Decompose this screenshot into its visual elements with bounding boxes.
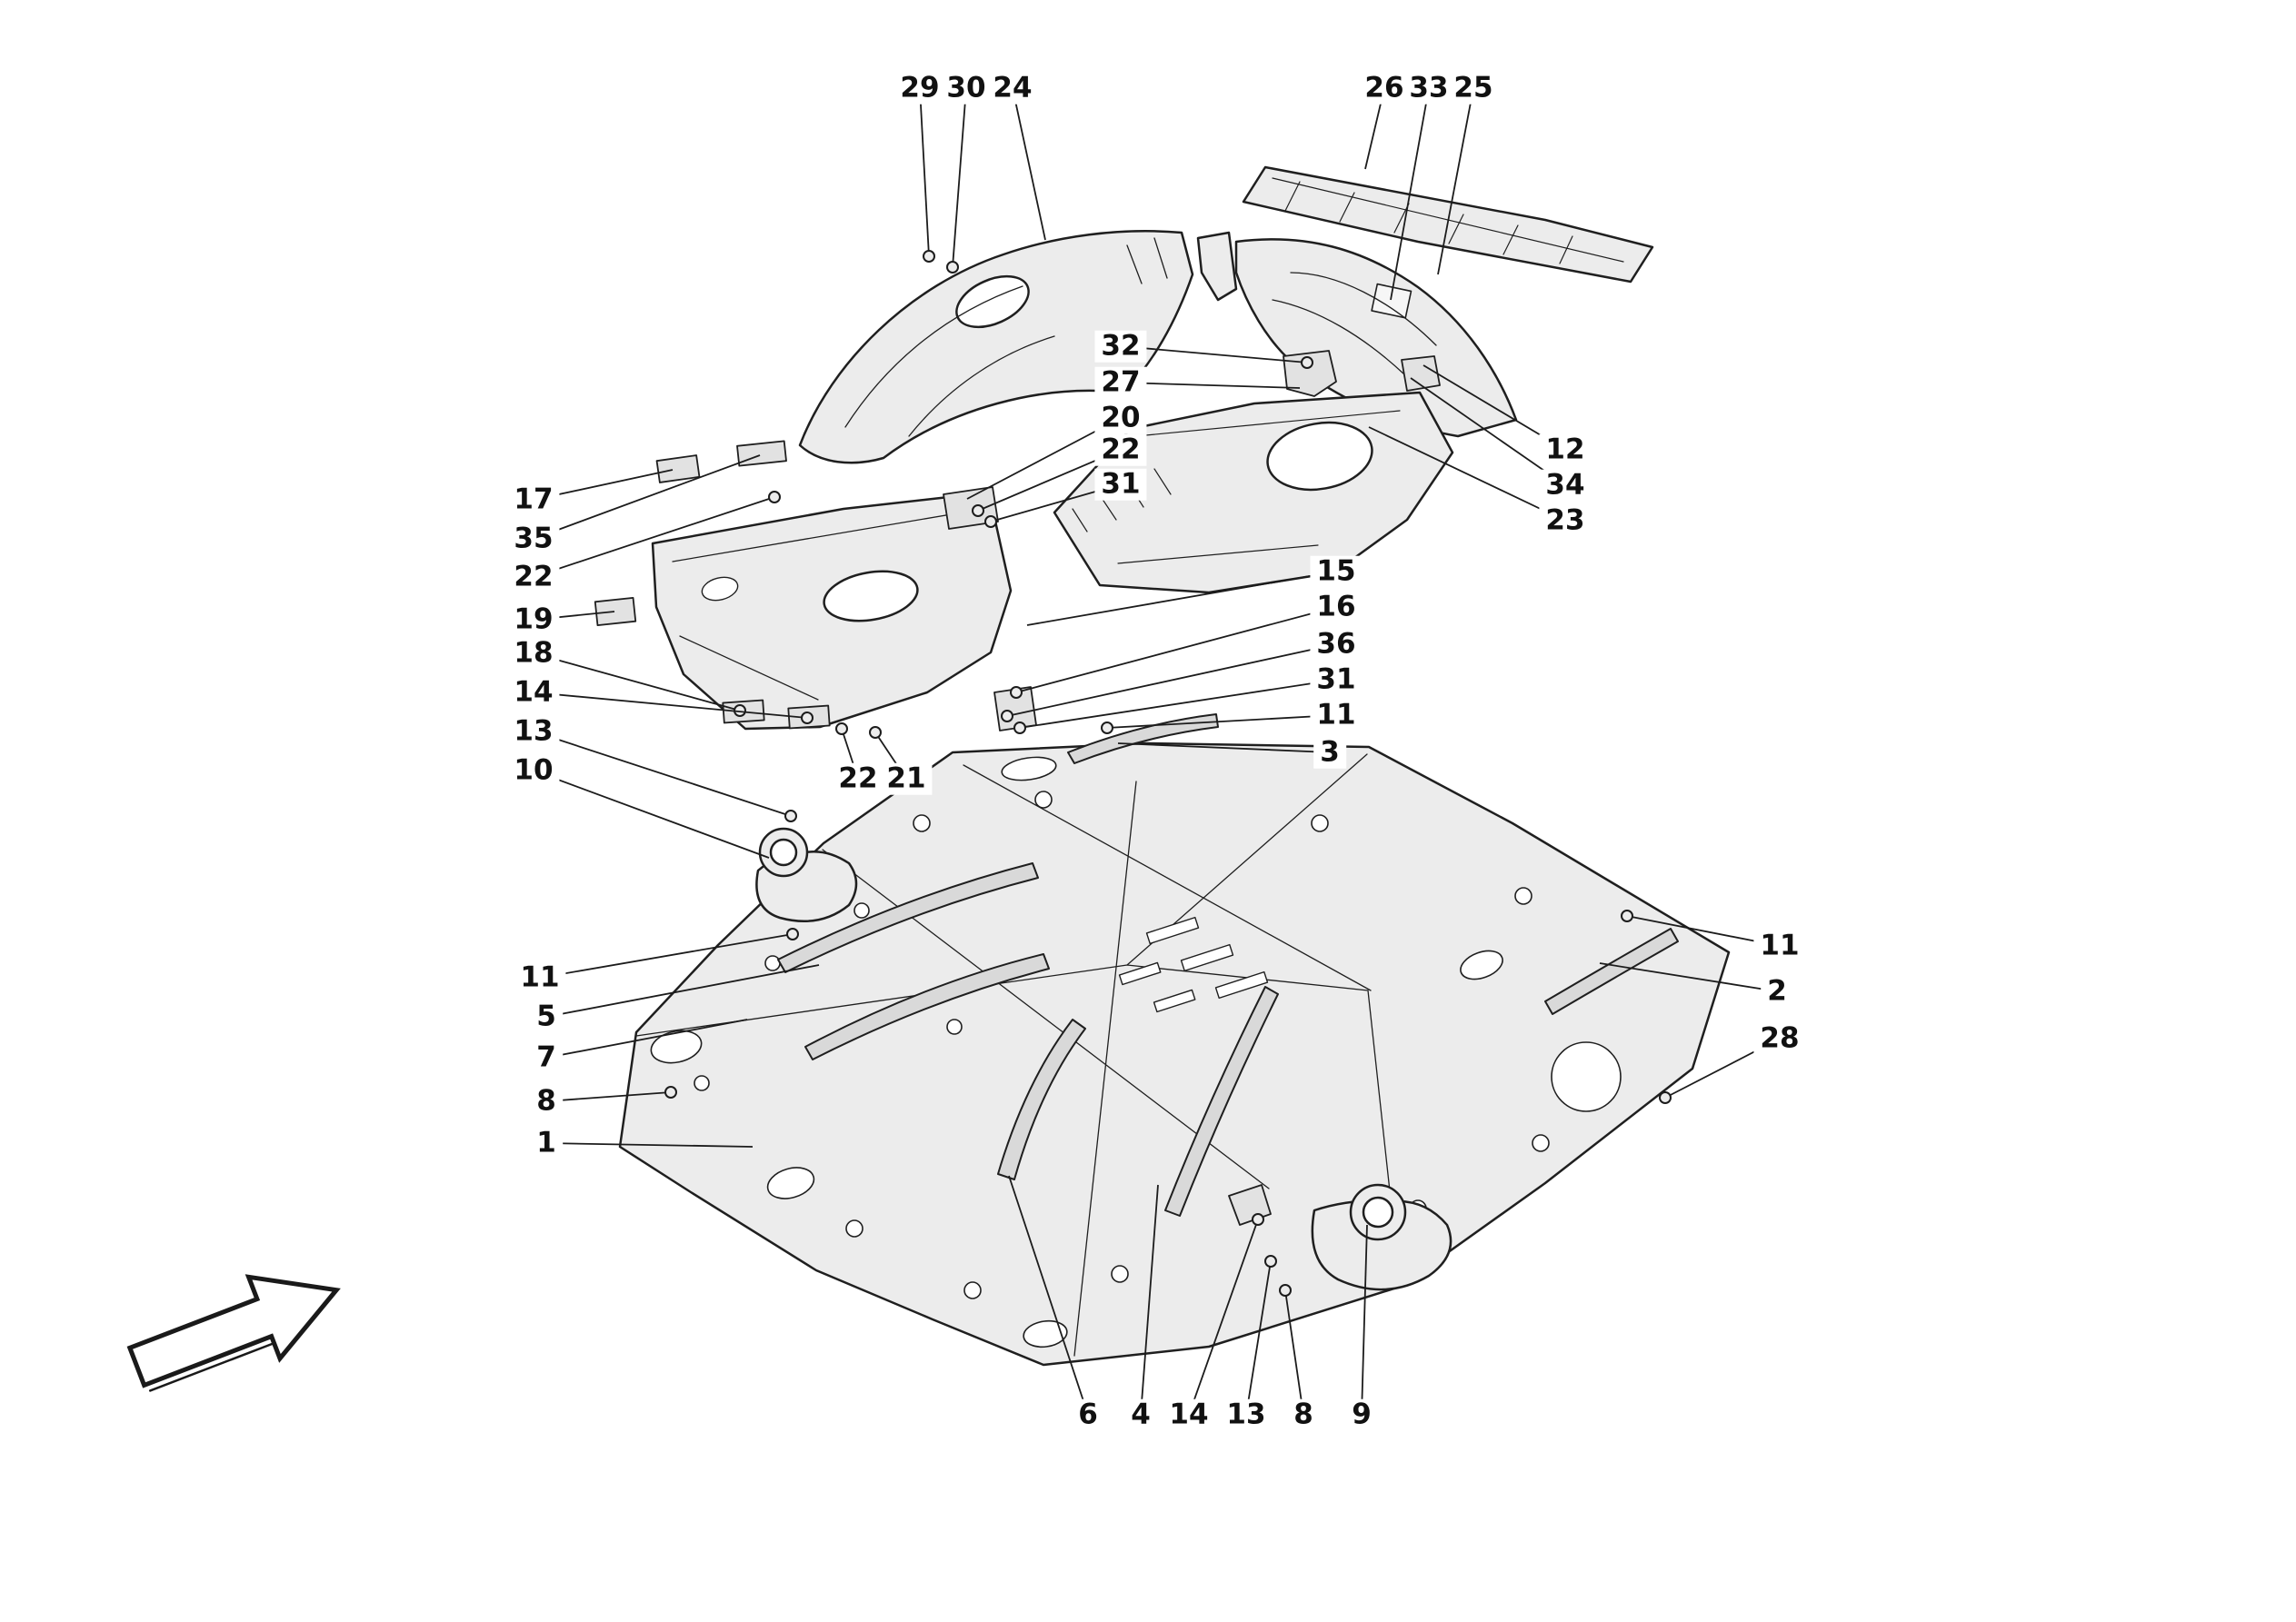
front-brake-duct: [755, 827, 858, 923]
leader-line: [1019, 679, 1337, 729]
main-floor-pan: [618, 741, 1731, 1367]
leader-line: [1245, 1260, 1272, 1416]
fastener-screw: [1101, 721, 1113, 734]
leader-line: [1012, 87, 1046, 241]
underbody-trim-strips: [777, 713, 1679, 1217]
leader-line: [1368, 426, 1566, 522]
leader-line: [1364, 87, 1385, 170]
leader-lines-layer: [533, 87, 1781, 1416]
leader-line: [1284, 1289, 1304, 1416]
fastener-screw: [1001, 710, 1013, 722]
bracket: [594, 596, 637, 627]
trim-strip: [804, 953, 1050, 1060]
leader-line: [1120, 345, 1308, 363]
fastener-screw: [1301, 356, 1313, 369]
fastener-screw: [1279, 1284, 1292, 1297]
front-underbody-panel: [651, 491, 1013, 731]
fastener-screw: [1010, 686, 1023, 699]
fastener-screw: [1621, 910, 1633, 922]
bracket: [655, 454, 701, 483]
leader-line: [841, 728, 859, 780]
fastener-screw: [801, 711, 814, 724]
leader-line: [533, 770, 770, 859]
leader-line: [1015, 606, 1337, 693]
fastener-screw: [984, 515, 997, 528]
leader-line: [545, 1142, 754, 1148]
leader-line: [1390, 87, 1430, 301]
leader-line: [539, 933, 794, 979]
fastener-screw: [869, 726, 882, 739]
leader-line: [545, 1091, 672, 1102]
bracket: [1401, 355, 1441, 392]
leader-line: [1117, 742, 1331, 753]
leader-line: [533, 692, 808, 719]
leader-line: [1188, 1219, 1259, 1416]
leader-line: [1008, 1175, 1089, 1416]
bracket: [736, 440, 787, 467]
trim-strip: [1164, 986, 1279, 1217]
fastener-screw: [1252, 1213, 1264, 1226]
leader-line: [1106, 714, 1337, 729]
leader-line: [533, 652, 741, 711]
leader-line: [545, 964, 820, 1018]
leader-line: [919, 87, 930, 257]
leader-line: [1410, 377, 1566, 486]
fastener-screw: [1264, 1255, 1277, 1268]
leader-line: [1361, 1224, 1368, 1416]
leader-line: [1140, 1184, 1159, 1416]
fastener-screw: [923, 250, 935, 263]
fastener-screw: [784, 810, 797, 822]
center-joining-panel: [1196, 231, 1238, 302]
leader-line: [545, 1019, 748, 1059]
fastener-screw: [1659, 1091, 1672, 1104]
direction-of-travel-arrow: [126, 1274, 341, 1392]
leader-line: [874, 731, 907, 780]
fastener-screw: [972, 504, 984, 517]
leader-line: [1120, 382, 1301, 389]
fastener-screw: [768, 491, 781, 503]
leader-line: [1437, 87, 1474, 275]
fastener-screw: [835, 722, 848, 735]
rear-brake-duct: [1311, 1183, 1452, 1291]
leader-line: [1599, 962, 1778, 992]
leader-line: [952, 87, 967, 268]
rear-center-panel: [1053, 391, 1454, 594]
trim-strip: [1544, 928, 1679, 1015]
trim-strip: [1067, 713, 1219, 764]
leader-line: [533, 454, 761, 540]
fastener-screw: [946, 261, 959, 274]
leader-line: [1026, 571, 1337, 626]
bracket: [943, 486, 999, 530]
trim-strip: [777, 862, 1039, 973]
fastener-screw: [664, 1086, 677, 1099]
leader-line: [1006, 643, 1337, 717]
fastener-screw: [786, 928, 799, 940]
leader-line: [533, 731, 792, 817]
trim-strip: [997, 1019, 1086, 1180]
leader-line: [533, 496, 775, 578]
fastener-screw: [1013, 721, 1026, 734]
left-wheelhouse-cover: [798, 230, 1194, 464]
